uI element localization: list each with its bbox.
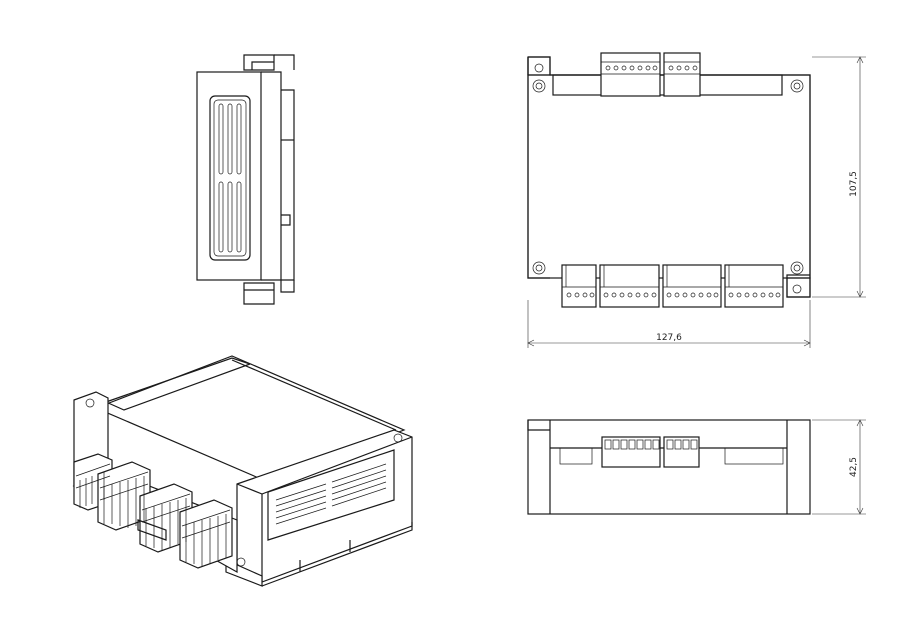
dimension-height: 107,5 — [849, 171, 859, 197]
front-view — [527, 419, 866, 515]
side-view — [196, 54, 295, 305]
dimension-width: 127,6 — [656, 333, 682, 343]
isometric-view — [72, 355, 413, 587]
iso-terminal-blocks — [73, 453, 233, 569]
top-view — [527, 52, 866, 348]
dimension-depth: 42,5 — [849, 457, 859, 477]
